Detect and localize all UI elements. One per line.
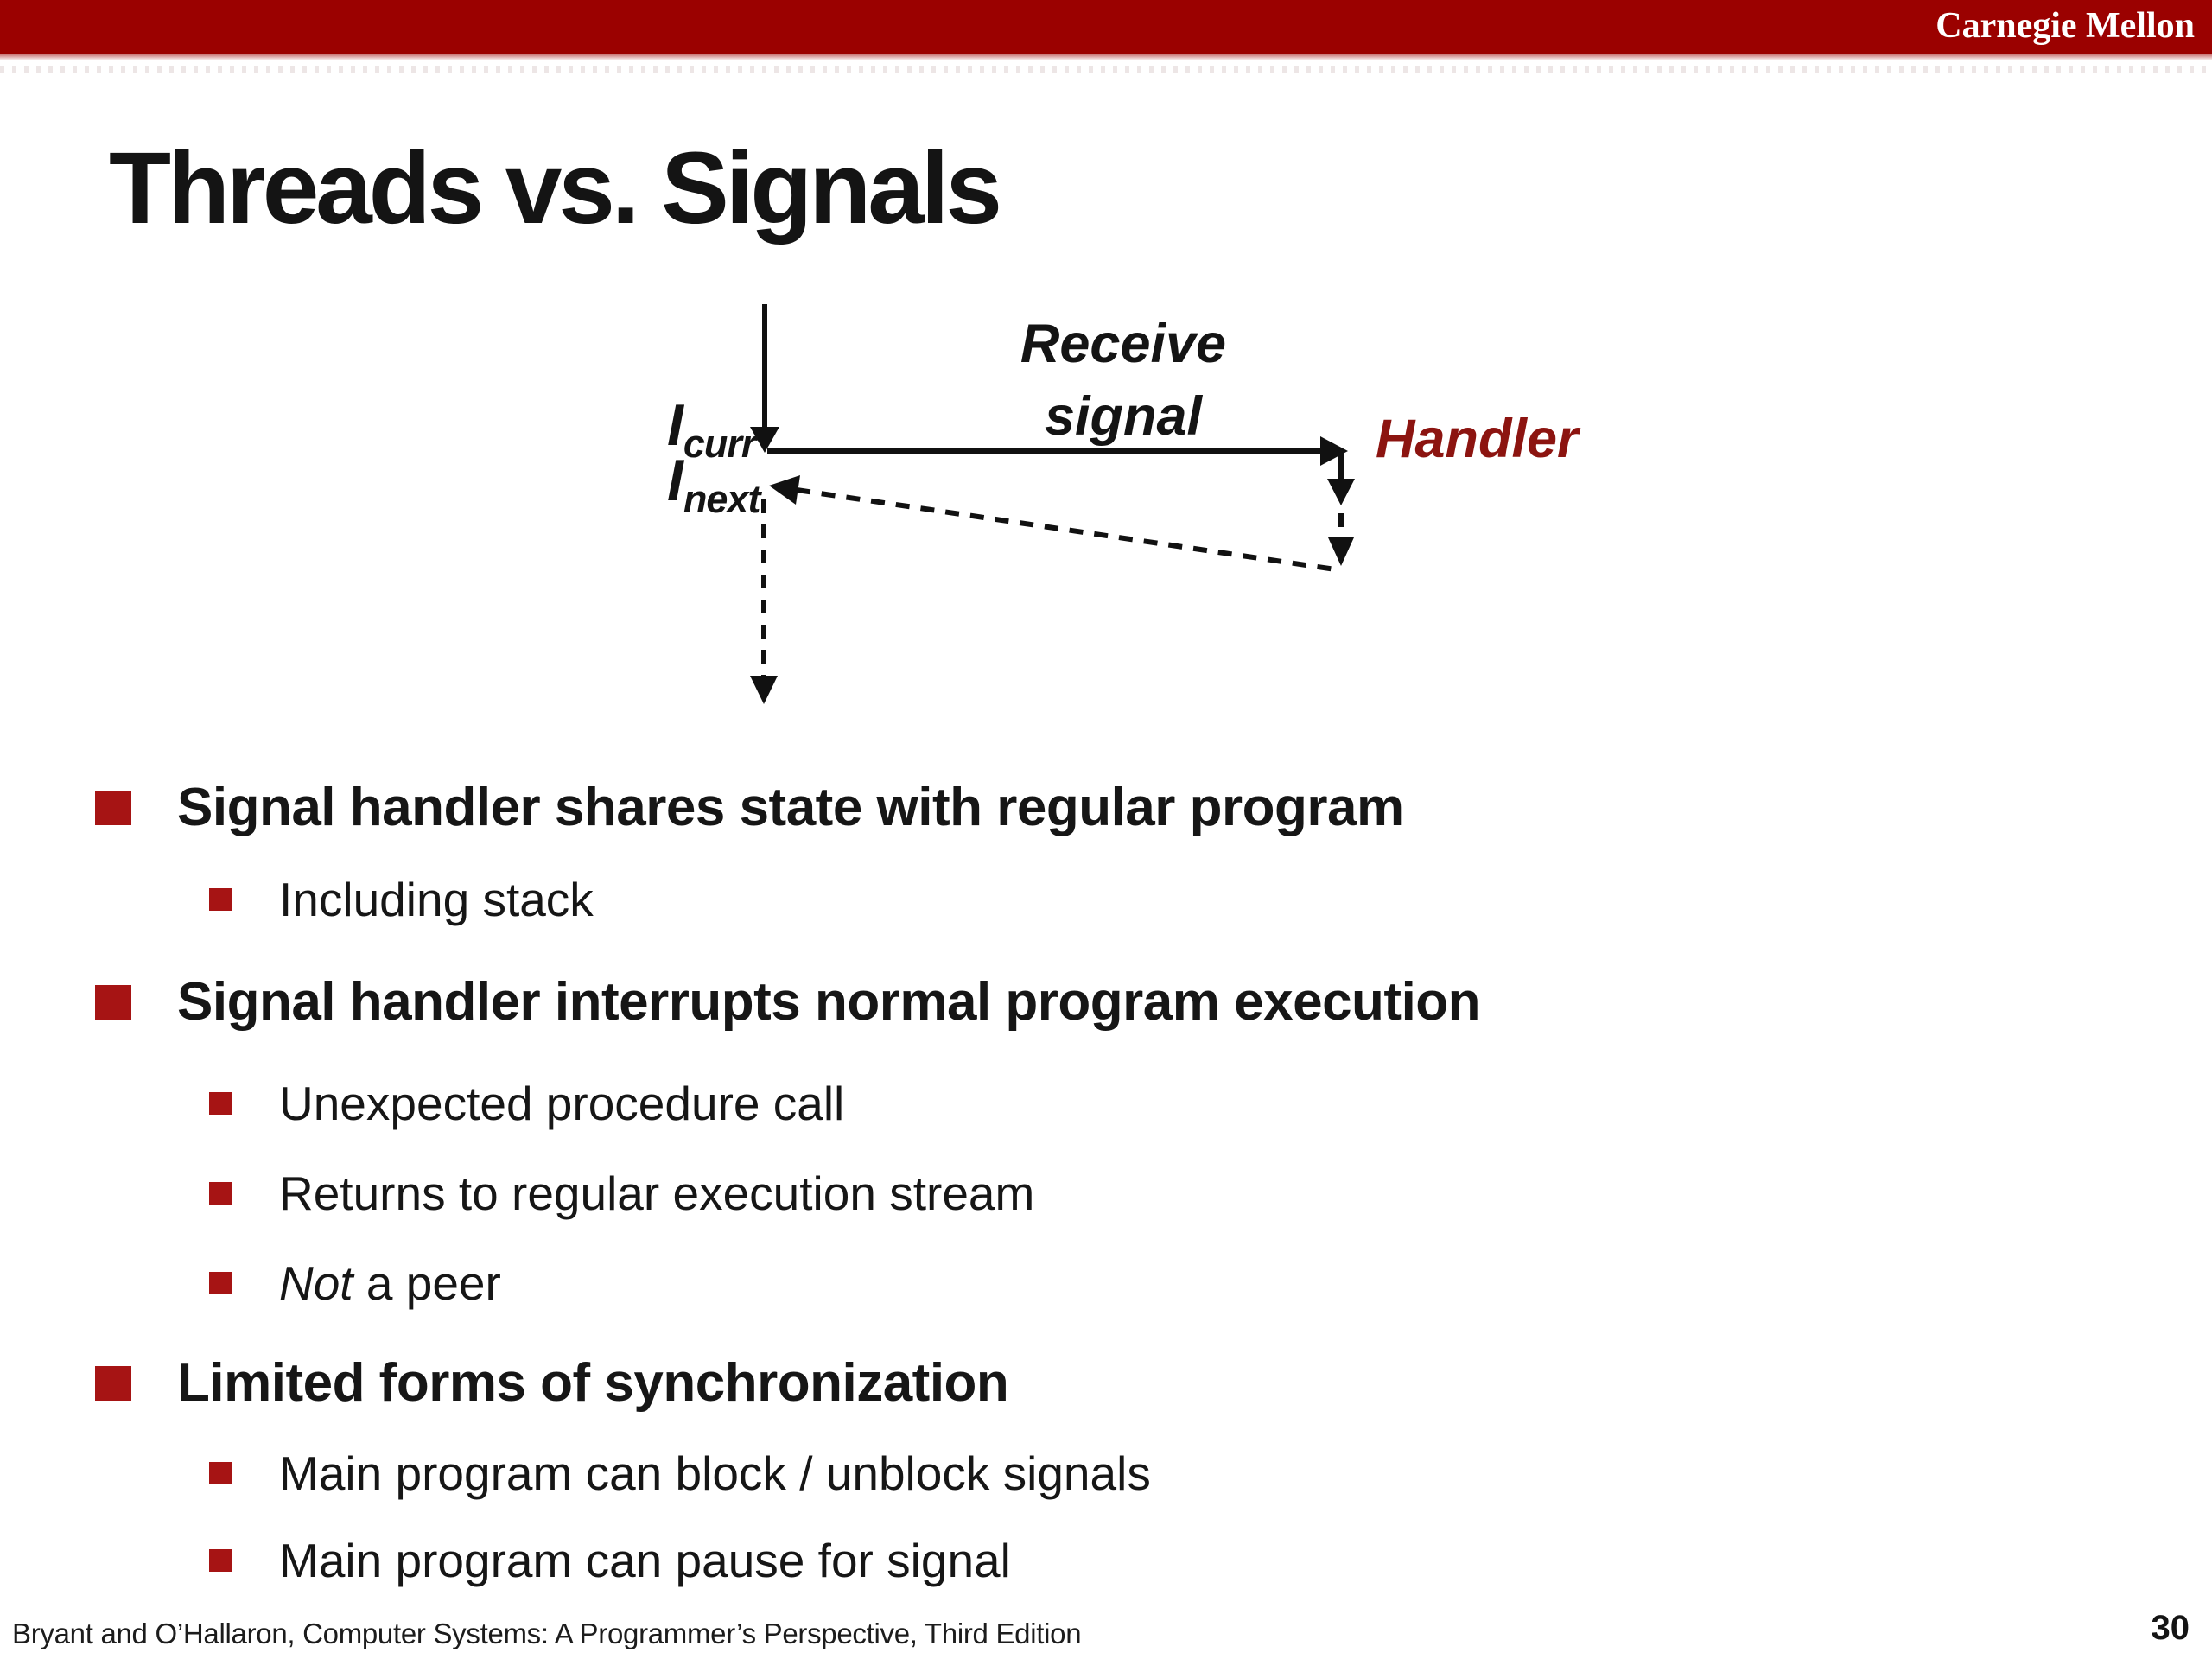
bullet-item-7: Limited forms of synchronization — [0, 1352, 1009, 1414]
bullet-square-icon — [95, 1366, 131, 1401]
handler-label: Handler — [1376, 409, 1579, 469]
bullet-square-icon — [209, 1182, 232, 1205]
bullet-square-icon — [209, 888, 232, 911]
bullet-text: Returns to regular execution stream — [279, 1166, 1035, 1220]
bullet-item-4: Unexpected procedure call — [0, 1076, 844, 1131]
receive-signal-label: Receive signal — [899, 308, 1348, 453]
bullet-text: Limited forms of synchronization — [177, 1353, 1009, 1413]
i-next-subscript: next — [683, 477, 761, 521]
bullet-item-9: Main program can pause for signal — [0, 1533, 1011, 1588]
dotted-divider — [0, 66, 2212, 73]
page-number: 30 — [2151, 1609, 2190, 1647]
bullet-item-2: Including stack — [0, 872, 594, 927]
bullet-square-icon — [209, 1272, 232, 1294]
i-curr-symbol: I — [667, 392, 683, 458]
header-bar — [0, 0, 2212, 54]
footer-citation: Bryant and O’Hallaron, Computer Systems:… — [12, 1618, 1082, 1649]
bullet-item-1: Signal handler shares state with regular… — [0, 777, 1404, 839]
bullet-square-icon — [209, 1549, 232, 1572]
bullet-square-icon — [95, 985, 131, 1020]
handler-return-arrow — [796, 487, 1342, 573]
brand-wordmark: Carnegie Mellon — [1936, 6, 2195, 46]
resume-flow-arrowhead — [750, 676, 778, 704]
i-curr-subscript: curr — [683, 422, 757, 466]
i-next-symbol: I — [667, 448, 683, 513]
bullet-text: Main program can block / unblock signals — [279, 1446, 1151, 1500]
bullet-item-3: Signal handler interrupts normal program… — [0, 971, 1481, 1033]
i-curr-label: Icurr — [667, 396, 756, 466]
header-bar-fade — [0, 54, 2212, 60]
bullet-text: Unexpected procedure call — [279, 1077, 845, 1130]
bullet-text: Signal handler shares state with regular… — [177, 778, 1404, 837]
receive-signal-line2: signal — [1044, 386, 1203, 447]
receive-signal-line1: Receive — [1020, 314, 1227, 374]
bullet-text: Including stack — [279, 873, 594, 926]
bullet-text: Not a peer — [279, 1255, 501, 1311]
bullet-square-icon — [209, 1462, 232, 1484]
bullet-item-6: Not a peer — [0, 1255, 501, 1311]
handler-finish-arrowhead — [1328, 537, 1354, 566]
handler-return-arrowhead — [769, 475, 800, 505]
i-next-label: Inext — [667, 448, 760, 521]
handler-exec-arrowhead — [1327, 479, 1355, 505]
bullet-text: Signal handler interrupts normal program… — [177, 972, 1481, 1032]
bullet-text-rest: a peer — [353, 1256, 501, 1310]
bullet-text: Main program can pause for signal — [279, 1534, 1011, 1587]
page-title: Threads vs. Signals — [109, 131, 1002, 245]
bullet-item-5: Returns to regular execution stream — [0, 1166, 1034, 1221]
bullet-text-italic: Not — [279, 1256, 353, 1310]
bullet-item-8: Main program can block / unblock signals — [0, 1446, 1151, 1501]
bullet-square-icon — [209, 1092, 232, 1115]
bullet-square-icon — [95, 791, 131, 825]
